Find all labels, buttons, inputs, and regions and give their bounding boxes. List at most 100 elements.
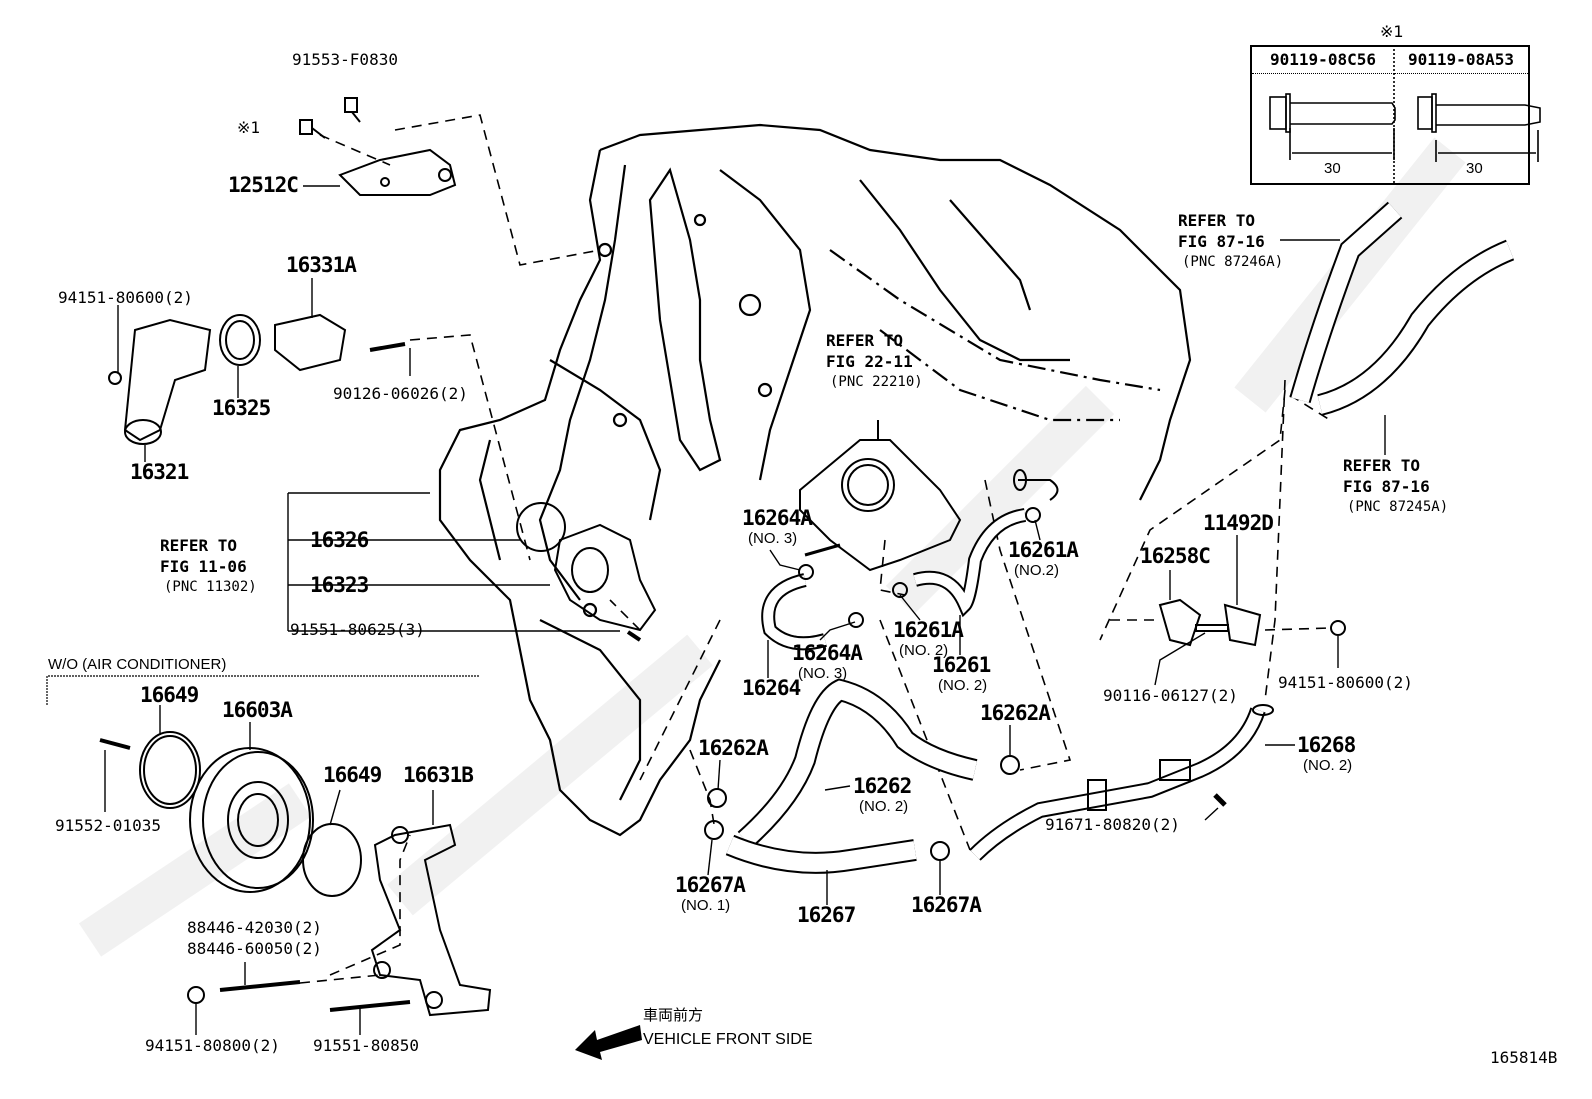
part-callout[interactable]: 16331A (286, 255, 357, 276)
reference-line2: FIG 11-06 (160, 557, 247, 576)
part-callout[interactable]: ※1 (237, 120, 260, 136)
part-number: 16631B (403, 763, 474, 787)
part-callout[interactable]: 16262(NO. 2) (853, 776, 912, 815)
part-callout[interactable]: 91671-80820(2) (1045, 817, 1180, 833)
part-number: 94151-80600(2) (1278, 673, 1413, 692)
part-qualifier: (NO. 3) (798, 665, 848, 682)
part-number: 16325 (212, 396, 271, 420)
part-callout[interactable]: 16631B (403, 763, 474, 787)
note-col-part-no: 90119-08C56 (1252, 47, 1394, 74)
part-callout[interactable]: 16649 (323, 763, 382, 787)
part-callout[interactable]: 88446-60050(2) (187, 941, 322, 957)
front-side-en: VEHICLE FRONT SIDE (643, 1031, 813, 1048)
part-qualifier: (NO. 1) (681, 897, 731, 914)
part-callout[interactable]: 90126-06026(2) (333, 386, 468, 402)
part-number: ※1 (237, 118, 261, 137)
part-callout[interactable]: 16603A (222, 700, 293, 721)
throttle-body (799, 420, 962, 572)
part-number: 90126-06026(2) (333, 384, 468, 403)
part-number: 16264A (742, 506, 813, 530)
part-callout[interactable]: 16258C (1140, 544, 1211, 568)
part-callout[interactable]: 16268(NO. 2) (1297, 735, 1356, 774)
bypass-pipe-16268 (969, 704, 1274, 861)
part-callout[interactable]: 94151-80600(2) (1278, 675, 1413, 691)
part-callout[interactable]: 16321 (130, 462, 189, 483)
vehicle-front-arrow-icon (575, 1025, 642, 1060)
part-number: 16649 (323, 763, 382, 787)
reference-line1: REFER TO (826, 331, 904, 350)
part-number: 88446-42030(2) (187, 918, 322, 937)
part-qualifier: (NO. 2) (938, 677, 988, 694)
water-inlet-16321 (108, 313, 406, 445)
part-callout[interactable]: 91552-01035 (55, 818, 161, 834)
part-number: 16264A (792, 641, 863, 665)
note-col-part-no: 90119-08A53 (1394, 47, 1528, 74)
part-qualifier: (NO. 3) (748, 530, 798, 547)
part-callout[interactable]: 91553-F0830 (292, 52, 398, 68)
part-number: 94151-80800(2) (145, 1036, 280, 1055)
part-number: 16649 (140, 683, 199, 707)
part-callout[interactable]: 16264A(NO. 3) (792, 641, 863, 682)
part-callout[interactable]: 16649 (140, 683, 199, 707)
part-callout[interactable]: 16264 (742, 676, 801, 700)
part-callout[interactable]: 16267A(NO. 1) (675, 873, 746, 914)
part-callout[interactable]: 16264A(NO. 3) (742, 506, 813, 547)
part-callout[interactable]: 94151-80600(2) (58, 290, 193, 306)
part-callout[interactable]: 16261A(NO. 2) (893, 618, 964, 659)
part-qualifier: (NO.2) (1014, 562, 1059, 579)
part-qualifier: (NO. 2) (899, 642, 949, 659)
water-pump (516, 502, 657, 642)
reference-pnc: (PNC 87246A) (1182, 254, 1284, 270)
part-number: 16258C (1140, 544, 1211, 568)
part-callout[interactable]: 91551-80850 (313, 1038, 419, 1054)
part-number: 16261A (1008, 538, 1079, 562)
part-number: 91551-80850 (313, 1036, 419, 1055)
part-number: 91551-80625(3) (290, 620, 425, 639)
hoses (725, 201, 1515, 874)
part-callout[interactable]: 94151-80800(2) (145, 1038, 280, 1054)
front-side-jp: 車両前方 (643, 1006, 704, 1024)
part-callout[interactable]: 16325 (212, 396, 271, 420)
part-callout[interactable]: 16262A (698, 738, 769, 759)
part-callout[interactable]: 16326 (310, 530, 369, 551)
part-callout[interactable]: 90116-06127(2) (1103, 688, 1238, 704)
part-number: 16264 (742, 676, 801, 700)
part-callout[interactable]: 16267A (911, 895, 982, 916)
part-number: 94151-80600(2) (58, 288, 193, 307)
part-callout[interactable]: 16261(NO. 2) (932, 655, 991, 694)
part-number: 90116-06127(2) (1103, 686, 1238, 705)
part-callout[interactable]: 16261A(NO.2) (1008, 538, 1079, 579)
note-mark: ※1 (1380, 22, 1404, 41)
part-callout[interactable]: 12512C (228, 173, 299, 197)
part-number: 91552-01035 (55, 816, 161, 835)
part-callout[interactable]: 91551-80625(3) (290, 622, 425, 638)
part-callout[interactable]: 11492D (1203, 511, 1274, 535)
part-number: 12512C (228, 173, 299, 197)
bolt-drawings (1269, 45, 1541, 185)
part-number: 16267A (675, 873, 746, 897)
part-callout[interactable]: 16262A (980, 703, 1051, 724)
reference-line2: FIG 87-16 (1343, 477, 1430, 496)
gasket-plates (1158, 598, 1346, 647)
idler-pulley-assembly (99, 731, 492, 1017)
part-number: 11492D (1203, 511, 1274, 535)
part-callout[interactable]: 88446-42030(2) (187, 920, 322, 936)
part-callout[interactable]: 16267 (797, 905, 856, 926)
part-callout[interactable]: 16323 (310, 573, 369, 597)
reference-line1: REFER TO (1178, 211, 1256, 230)
part-qualifier: (NO. 2) (1303, 757, 1353, 774)
part-number: 16323 (310, 573, 369, 597)
part-number: 16261A (893, 618, 964, 642)
callout-leaders (104, 185, 1386, 1035)
hose-clamps (704, 507, 1041, 861)
reference-line2: FIG 22-11 (826, 352, 913, 371)
section-bracket (46, 675, 480, 705)
part-number: 91671-80820(2) (1045, 815, 1180, 834)
part-qualifier: (NO. 2) (859, 798, 909, 815)
